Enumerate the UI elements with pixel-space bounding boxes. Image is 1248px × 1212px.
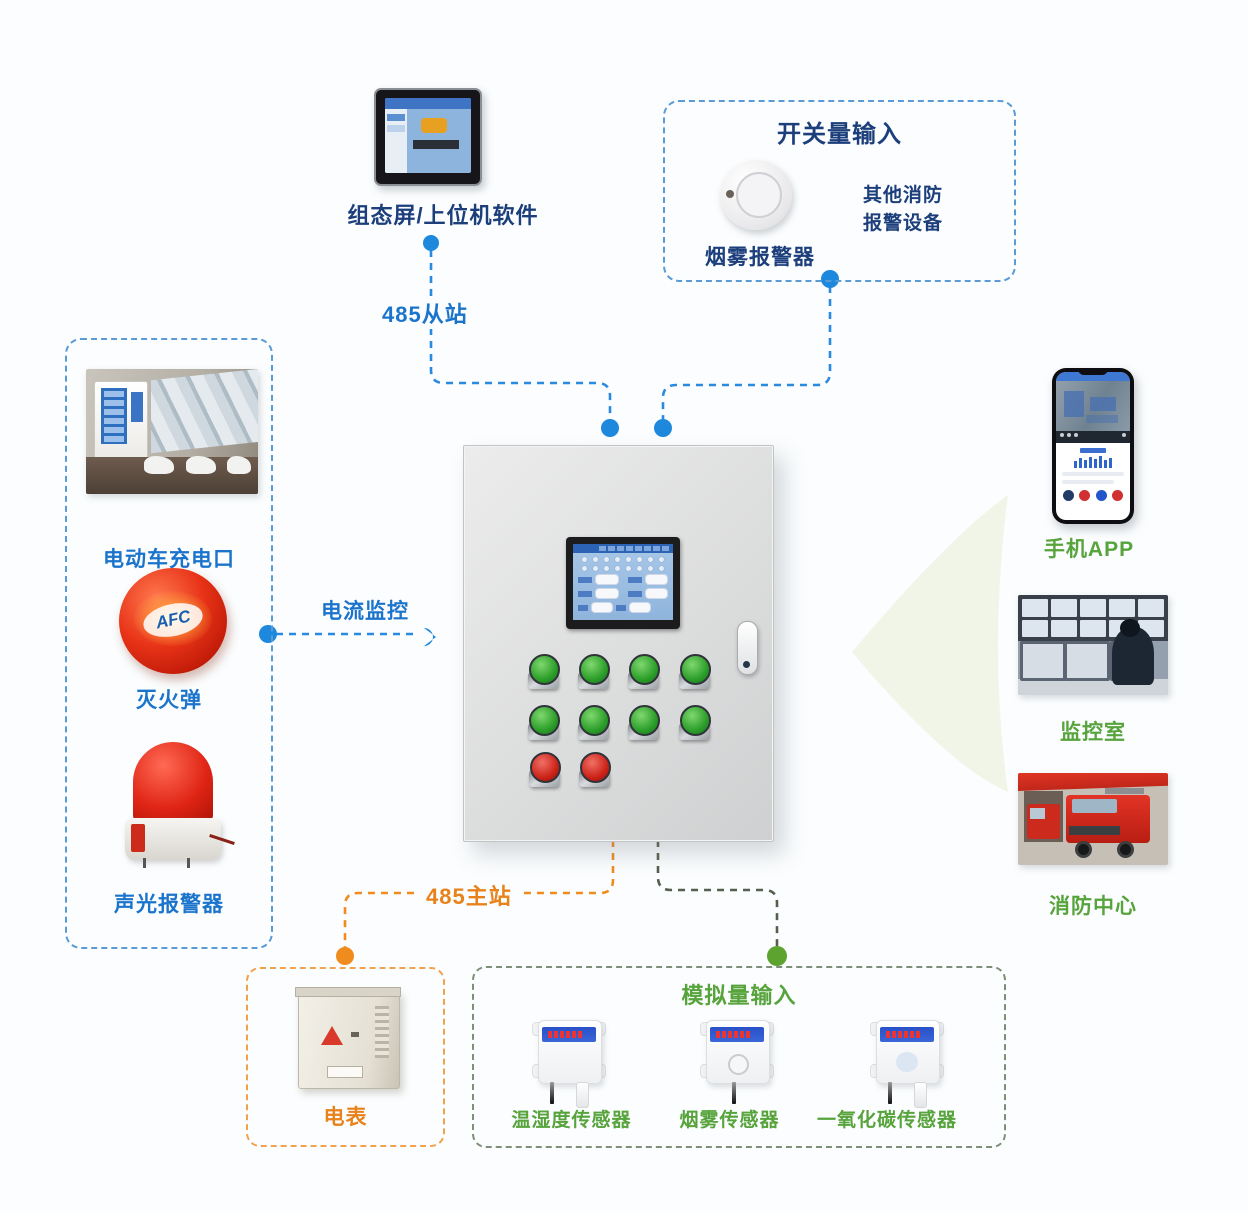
charging-port-photo <box>86 369 258 494</box>
node-dot-analogbox <box>767 946 787 966</box>
green-button-4[interactable] <box>677 654 711 694</box>
charging-port-label: 电动车充电口 <box>103 548 235 571</box>
meter-box: 电表 <box>246 967 445 1147</box>
node-dot-meterbox <box>336 947 354 965</box>
other-fire-devices-label: 其他消防 报警设备 <box>863 185 944 234</box>
link-cabinet-to-analogbox <box>656 840 779 948</box>
sound-light-alarm-label: 声光报警器 <box>114 893 224 916</box>
node-dot-cabinet-top-right <box>654 419 672 437</box>
smoke-sensor-image <box>700 1020 774 1108</box>
node-dot-cabinet-top-left <box>601 419 619 437</box>
cabinet-door-handle[interactable] <box>737 621 758 675</box>
hmi-device <box>374 88 482 186</box>
control-cabinet <box>463 445 774 842</box>
node-dot-hmi <box>423 235 439 251</box>
meter-image <box>295 987 401 1089</box>
smoke-detector-image <box>720 160 792 230</box>
monitoring-room-label: 监控室 <box>1060 721 1126 744</box>
green-button-1[interactable] <box>526 654 560 694</box>
temp-humidity-sensor-label: 温湿度传感器 <box>511 1110 632 1131</box>
analog-input-box: 模拟量输入 温湿度传感器 烟雾传感器 一氧化碳传感器 <box>472 966 1006 1148</box>
green-button-2[interactable] <box>576 654 610 694</box>
green-button-6[interactable] <box>576 705 610 745</box>
link-switchbox-to-cabinet <box>661 286 832 419</box>
node-arrow-current <box>424 628 436 646</box>
cabinet-screen <box>566 537 680 629</box>
analog-input-title: 模拟量输入 <box>681 983 797 1008</box>
fire-center-photo <box>1018 773 1168 865</box>
link-label-485-master: 485主站 <box>420 879 518 911</box>
fire-center-label: 消防中心 <box>1049 895 1137 918</box>
switch-input-box: 开关量输入 烟雾报警器 其他消防 报警设备 <box>663 100 1016 282</box>
smoke-detector-led <box>726 190 734 198</box>
red-button-1[interactable] <box>527 752 561 792</box>
co-sensor-label: 一氧化碳传感器 <box>816 1110 957 1131</box>
outputs-arrow <box>852 495 1008 792</box>
phone-app-image <box>1052 368 1134 524</box>
green-button-8[interactable] <box>677 705 711 745</box>
co-sensor-image <box>870 1020 944 1108</box>
fire-ball-image: AFC <box>119 568 227 674</box>
node-dot-switchbox <box>821 270 839 288</box>
smoke-sensor-label: 烟雾传感器 <box>679 1110 780 1131</box>
link-hmi-to-cabinet <box>429 250 612 420</box>
red-button-2[interactable] <box>577 752 611 792</box>
link-label-current-monitoring: 电流监控 <box>321 600 409 623</box>
phone-app-label: 手机APP <box>1043 538 1135 561</box>
switch-input-title: 开关量输入 <box>777 121 902 148</box>
monitored-devices-box: 电动车充电口 AFC 灭火弹 声光报警器 <box>65 338 273 949</box>
temp-humidity-sensor-image <box>532 1020 606 1108</box>
green-button-5[interactable] <box>526 705 560 745</box>
smoke-detector-label: 烟雾报警器 <box>705 246 815 269</box>
monitoring-room-photo <box>1018 595 1168 695</box>
green-button-3[interactable] <box>626 654 660 694</box>
meter-label: 电表 <box>323 1106 368 1129</box>
green-button-7[interactable] <box>626 705 660 745</box>
hmi-screen <box>385 98 471 173</box>
fire-ball-label: 灭火弹 <box>136 689 202 712</box>
hmi-label: 组态屏/上位机软件 <box>347 203 539 228</box>
link-cabinet-to-meter <box>343 840 615 950</box>
link-label-485-slave: 485从站 <box>376 297 474 329</box>
sound-light-alarm-image <box>125 742 235 870</box>
